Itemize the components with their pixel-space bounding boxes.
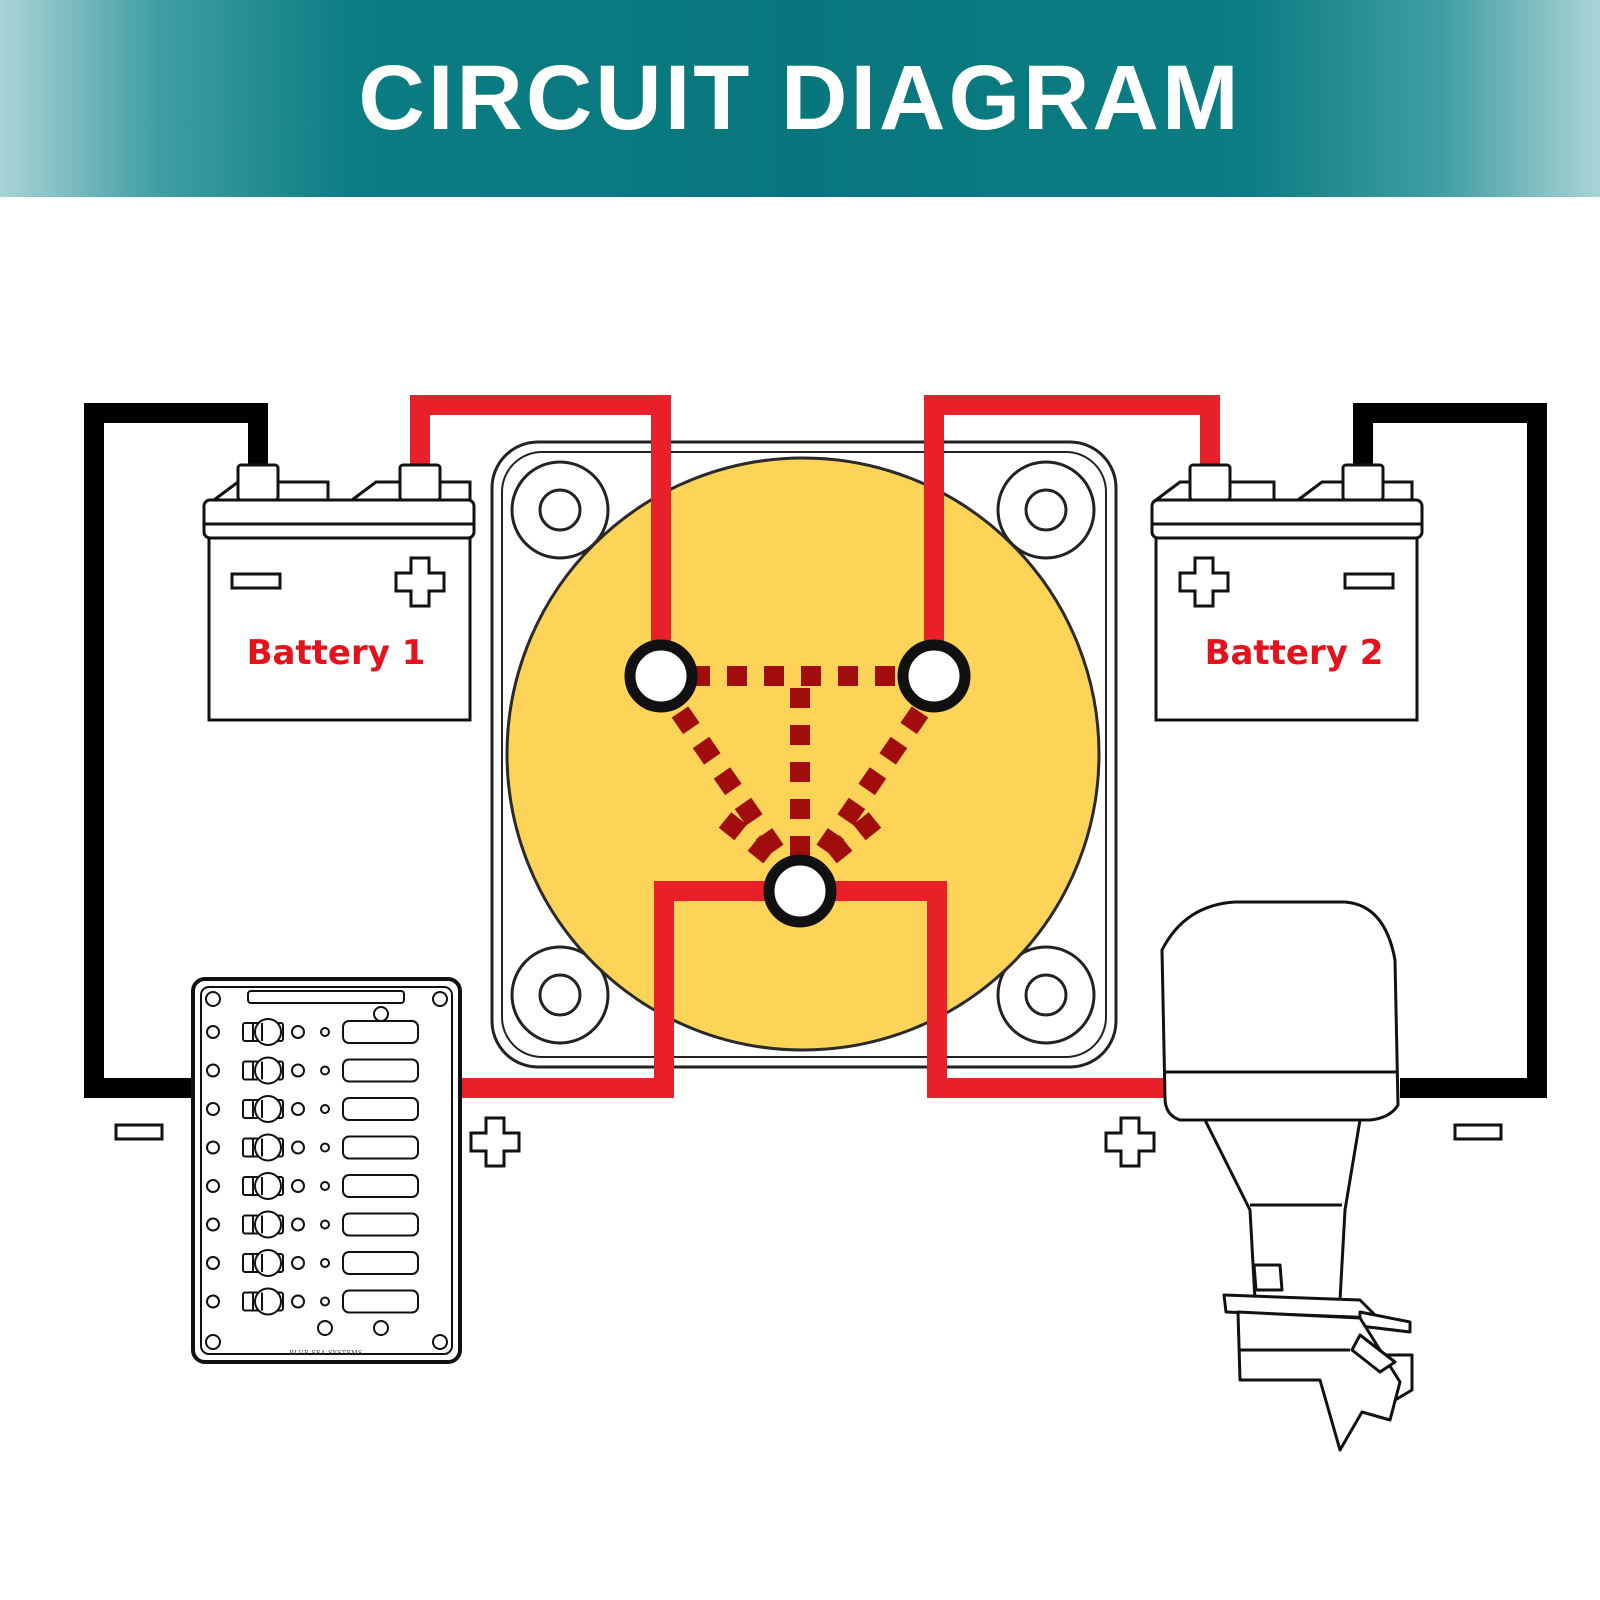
battery-1-positive-post — [398, 463, 442, 502]
engine-cowling — [1160, 900, 1400, 1122]
breaker-row — [206, 1287, 419, 1316]
negative-wires — [84, 403, 1547, 1098]
battery-2-positive-wire — [924, 395, 1220, 676]
engine-lower-unit — [1236, 1310, 1402, 1452]
positive-wires — [410, 395, 1220, 1098]
mount-hole-top-left — [510, 460, 610, 560]
mount-hole-bottom-left — [510, 945, 610, 1045]
battery-1-label: Battery 1 — [247, 633, 426, 673]
battery-2-negative-wire — [1353, 403, 1547, 1098]
panel-positive-wire — [460, 881, 800, 1098]
engine-midsection — [1203, 1118, 1362, 1302]
breaker-row — [206, 1172, 419, 1200]
switch-paths — [671, 666, 929, 876]
switch-face — [505, 456, 1101, 1052]
terminal-common — [763, 854, 837, 928]
battery-1-plus-icon — [394, 556, 446, 608]
battery-1-negative-post — [236, 463, 280, 502]
breaker-row — [206, 1018, 419, 1046]
breaker-panel: BLUE SEA SYSTEMS — [191, 977, 462, 1364]
battery-2-minus-icon — [1343, 572, 1395, 590]
engine-plus-icon — [1104, 1116, 1156, 1168]
page-title: CIRCUIT DIAGRAM — [358, 47, 1242, 149]
battery-2-negative-post — [1341, 463, 1385, 502]
switch-terminals — [624, 639, 971, 928]
panel-plus-icon — [469, 1116, 521, 1168]
battery-2-positive-post — [1188, 463, 1232, 502]
battery-1: Battery 1 — [202, 463, 476, 722]
battery-2-plus-icon — [1178, 556, 1230, 608]
terminal-2 — [897, 639, 971, 713]
battery-switch — [490, 440, 1118, 1069]
terminal-1 — [624, 639, 698, 713]
breaker-row — [206, 1056, 419, 1085]
battery-2: Battery 2 — [1150, 463, 1424, 722]
outboard-engine — [1160, 900, 1414, 1452]
battery-1-positive-wire — [410, 395, 671, 676]
panel-corner-screws — [205, 991, 448, 1350]
engine-positive-wire — [800, 881, 1170, 1098]
mount-hole-bottom-right — [996, 945, 1096, 1045]
title-banner: CIRCUIT DIAGRAM — [0, 0, 1600, 197]
breaker-row — [206, 1133, 419, 1162]
engine-minus-icon — [1453, 1123, 1503, 1141]
breaker-row — [206, 1210, 419, 1239]
polarity-symbols — [114, 1116, 1503, 1168]
panel-minus-icon — [114, 1123, 164, 1141]
battery-1-negative-wire — [84, 403, 268, 1098]
breaker-row — [206, 1249, 419, 1277]
battery-2-label: Battery 2 — [1205, 633, 1384, 673]
panel-brand: BLUE SEA SYSTEMS — [290, 1350, 363, 1357]
battery-1-minus-icon — [230, 572, 282, 590]
breaker-row — [206, 1095, 419, 1123]
mount-hole-top-right — [996, 460, 1096, 560]
